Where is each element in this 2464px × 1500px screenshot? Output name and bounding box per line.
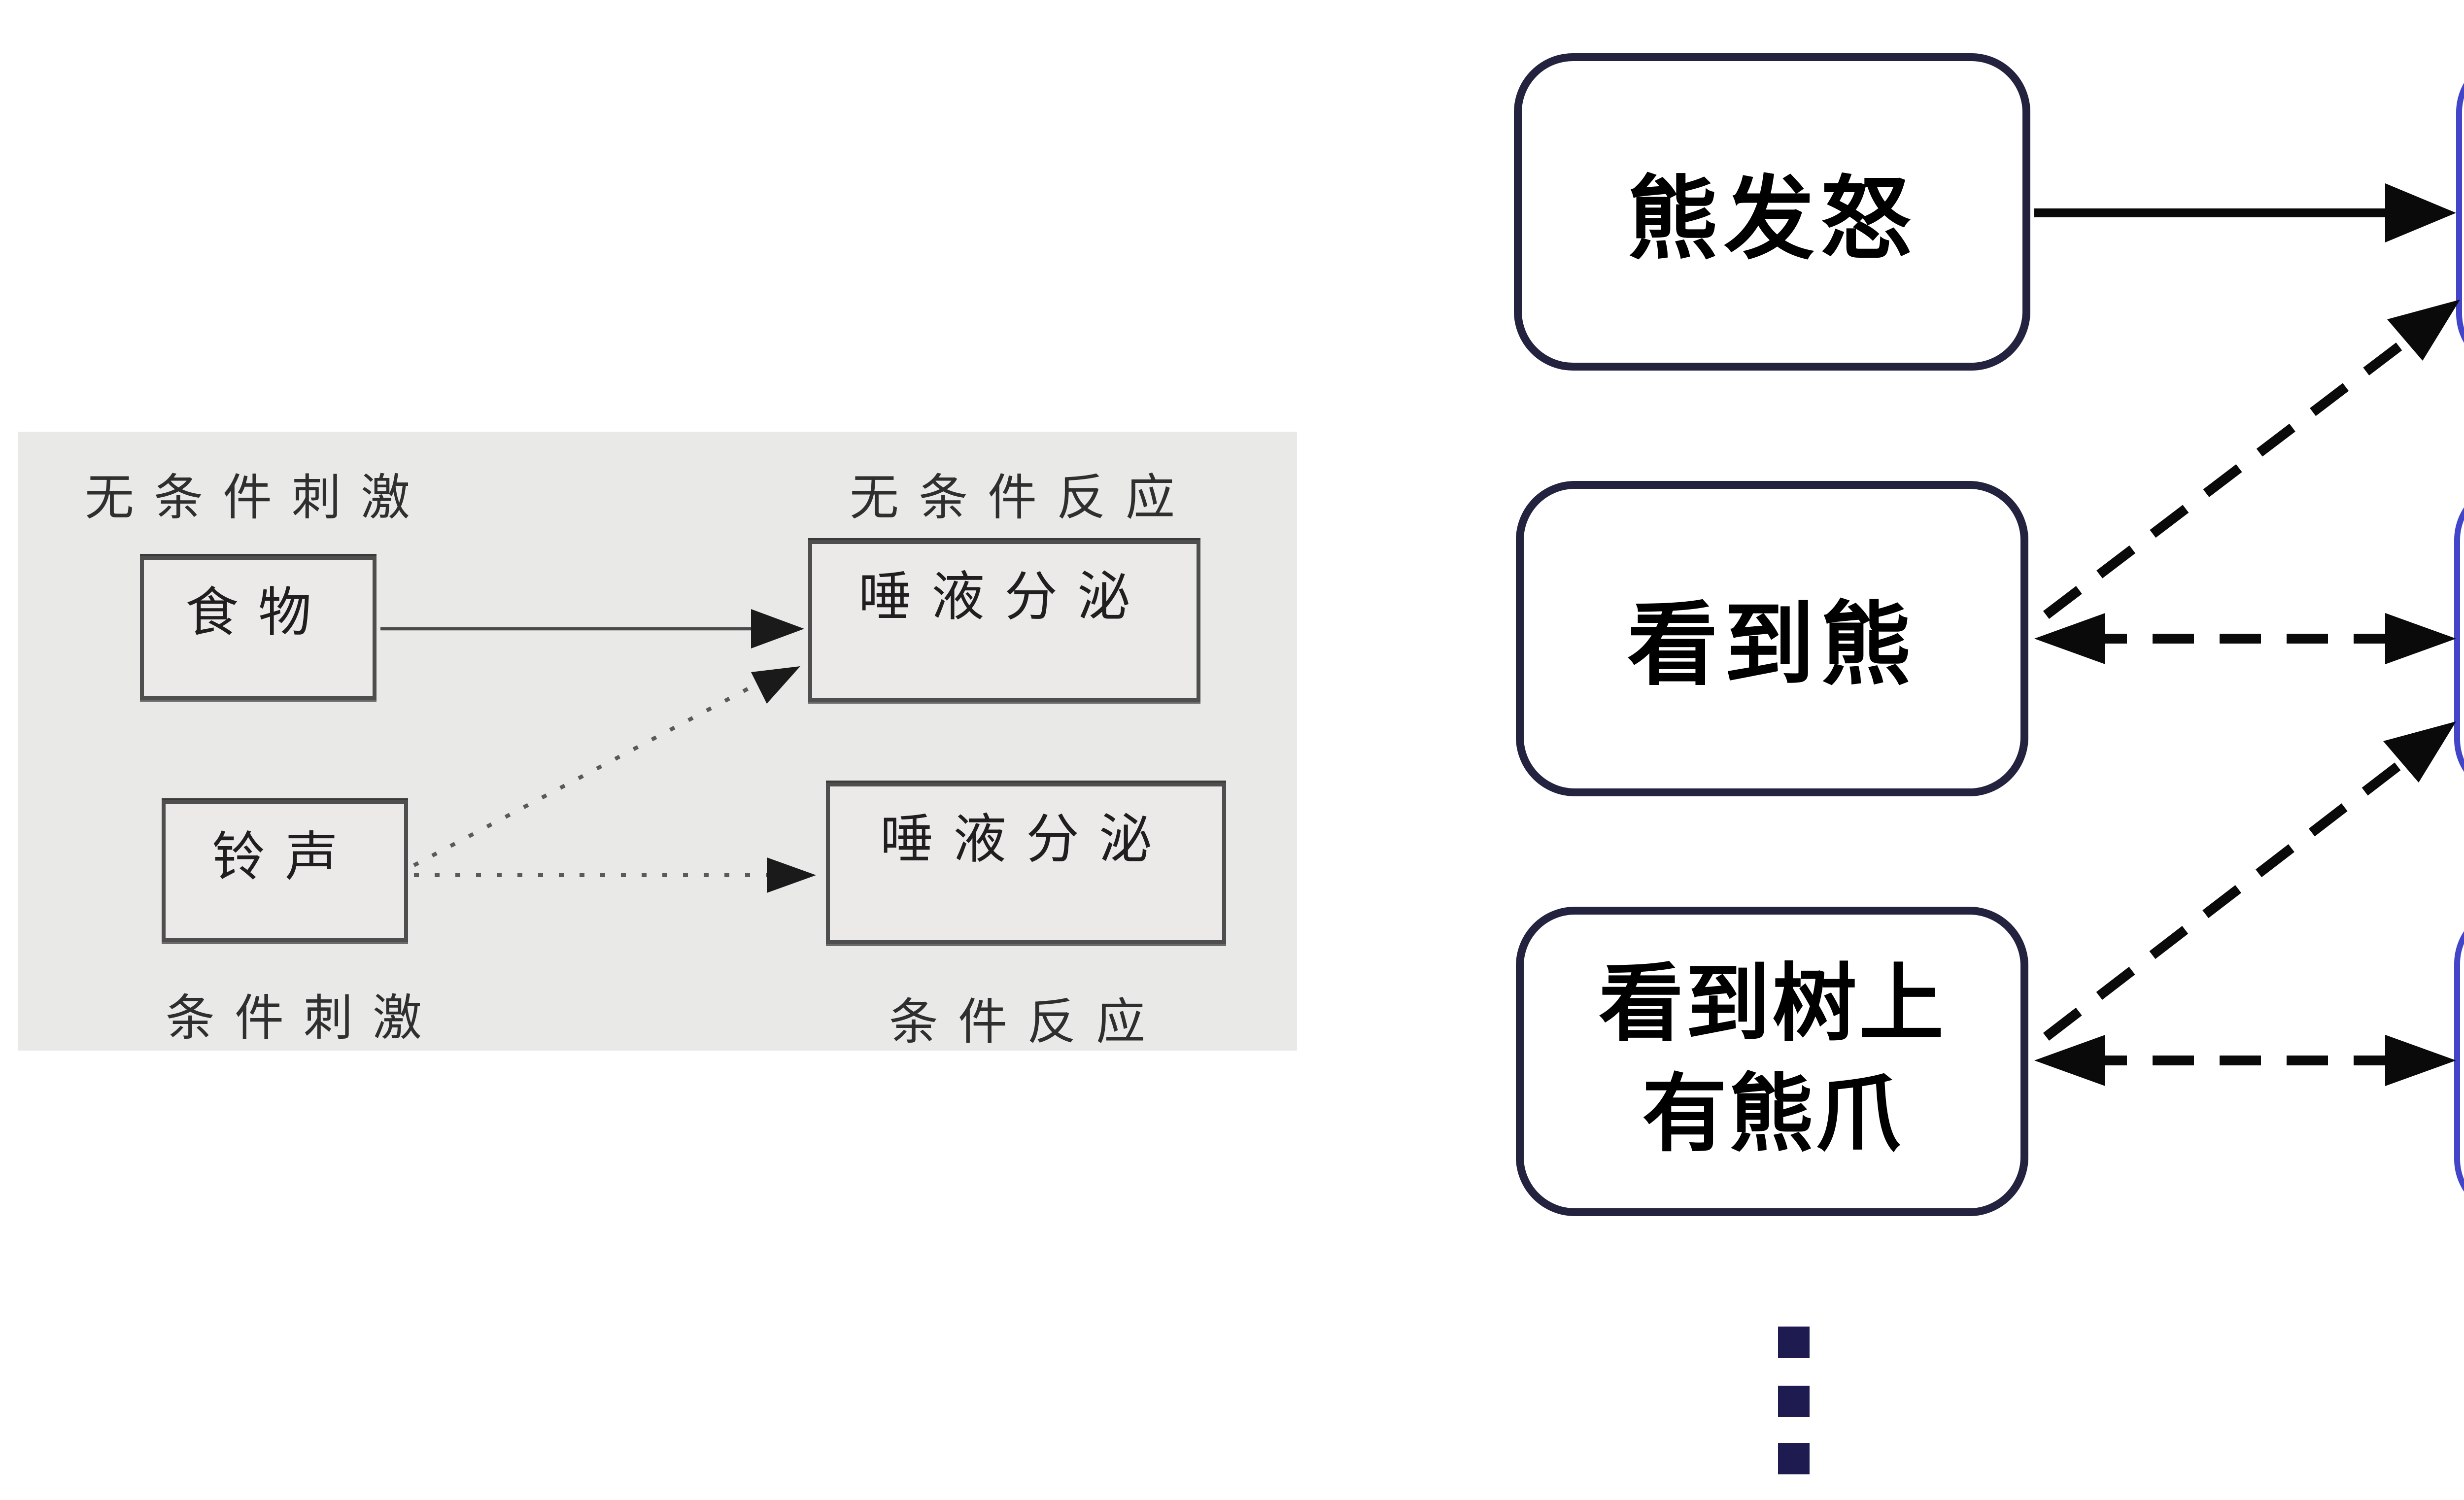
node-bear-rage: 熊发怒	[1514, 53, 2030, 371]
ellipsis-dot	[1778, 1386, 1810, 1417]
dashed-arrow-claw-vs	[2034, 1035, 2456, 1086]
dashed-arrow-seebear-reward	[2043, 300, 2460, 619]
solid-arrow-bear-reward	[2034, 183, 2456, 242]
label-conditioned-response: 条件反应	[889, 993, 1165, 1051]
node-salivation-bottom: 唾液分泌	[826, 783, 1226, 944]
label-unconditioned-response: 无条件反应	[850, 469, 1195, 526]
node-see-bear-label: 看到熊	[1627, 591, 1917, 698]
dashed-arrow-claw-vnext	[2043, 721, 2456, 1041]
solid-arrow-food-salivation	[380, 609, 804, 648]
label-conditioned-stimulus: 条件刺激	[166, 989, 442, 1047]
node-see-bear: 看到熊	[1516, 481, 2028, 796]
dotted-arrow-bell-salivation-bottom	[414, 857, 816, 893]
node-bear-rage-label: 熊发怒	[1627, 165, 1917, 271]
node-bear-claw: 看到树上 有熊爪	[1516, 907, 2028, 1216]
ellipsis-dot	[1778, 1327, 1810, 1358]
node-bell: 铃声	[162, 800, 408, 942]
conditioning-panel: 无条件刺激 无条件反应 食物 唾液分泌 铃声 唾液分泌 条件刺激 条件反应	[18, 432, 1297, 1051]
node-bear-claw-line2: 有熊爪	[1642, 1065, 1902, 1164]
ellipsis-dot	[1778, 1443, 1810, 1474]
label-unconditioned-stimulus: 无条件刺激	[85, 469, 430, 526]
node-bear-claw-line1: 看到树上	[1599, 956, 1946, 1056]
node-food: 食物	[140, 556, 376, 700]
dashed-arrow-seebear-vnext	[2034, 613, 2456, 664]
dotted-arrow-bell-salivation-top	[413, 666, 800, 867]
node-value-next: V(s′)	[2454, 481, 2464, 798]
node-salivation-top: 唾液分泌	[808, 540, 1200, 702]
